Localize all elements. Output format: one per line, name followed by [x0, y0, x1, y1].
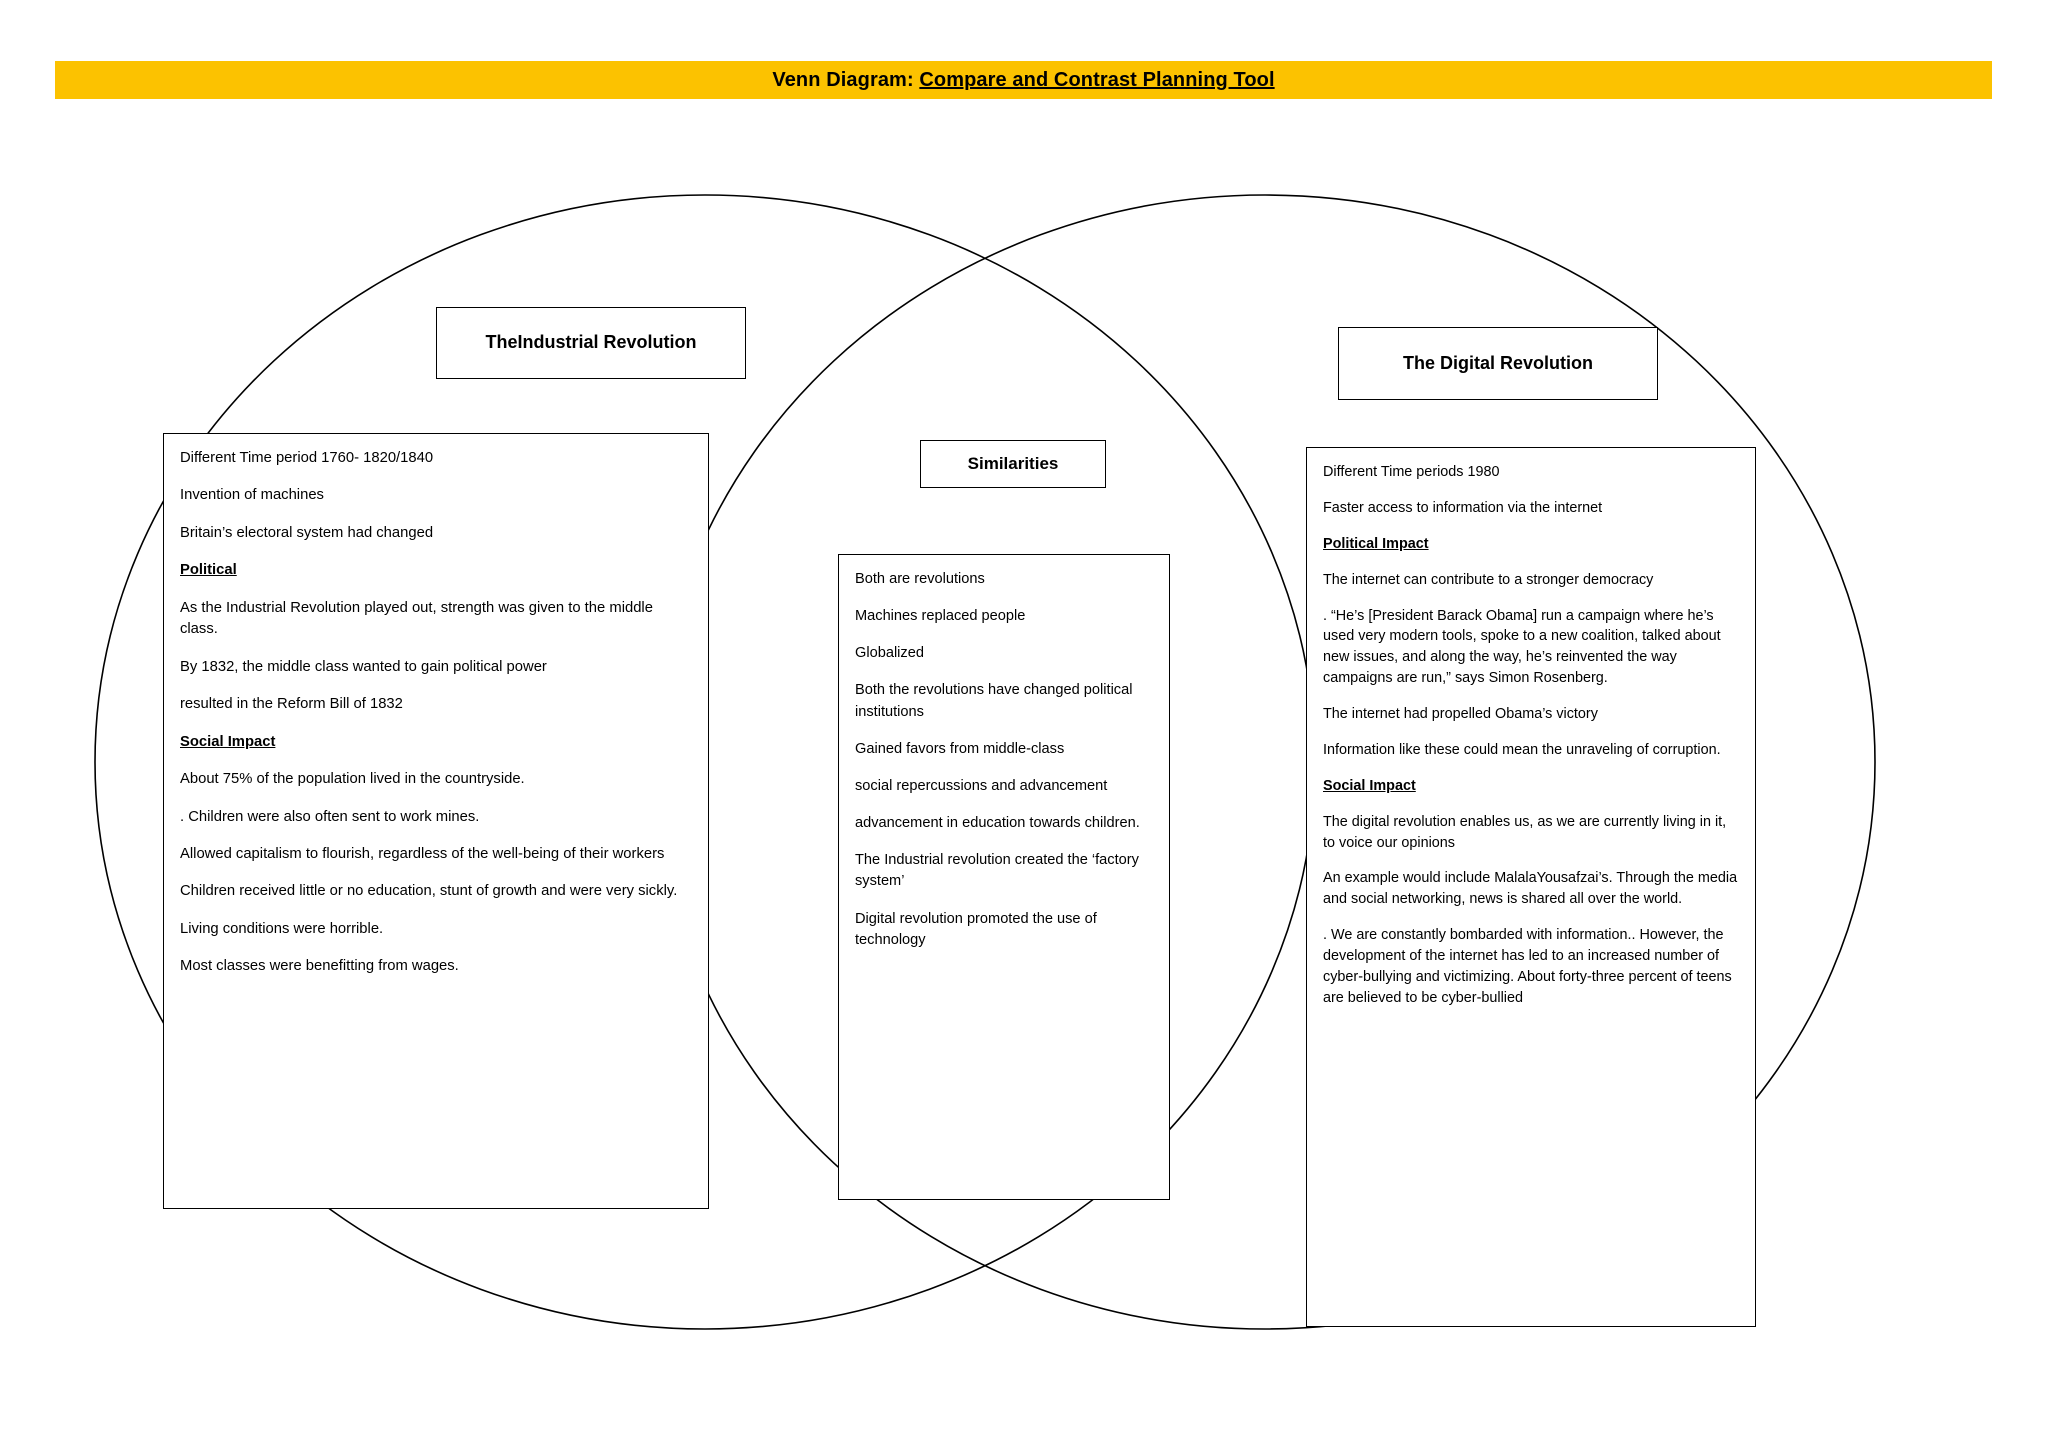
content-line: Both are revolutions [855, 571, 985, 587]
content-line: Information like these could mean the un… [1323, 741, 1721, 758]
content-line: . Children were also often sent to work … [180, 808, 480, 825]
label-box-industrial-revolution: TheIndustrial Revolution [436, 307, 746, 379]
content-line: . We are constantly bombarded with infor… [1323, 927, 1732, 1006]
section-heading: Political [180, 562, 237, 579]
content-line: Faster access to information via the int… [1323, 499, 1603, 516]
content-line: Invention of machines [180, 487, 324, 504]
page-title: Venn Diagram: Compare and Contrast Plann… [772, 69, 1274, 92]
label-box-digital-revolution: The Digital Revolution [1338, 327, 1658, 400]
content-line: Children received little or no education… [180, 883, 678, 900]
content-line: The Industrial revolution created the ‘f… [855, 852, 1139, 890]
section-heading: Political Impact [1323, 535, 1429, 552]
label-text-center: Similarities [967, 453, 1059, 473]
content-line: Allowed capitalism to flourish, regardle… [180, 845, 665, 862]
content-line: By 1832, the middle class wanted to gain… [180, 658, 547, 675]
content-line: Globalized [855, 645, 924, 662]
page-title-prefix: Venn Diagram: [772, 68, 920, 91]
content-line: About 75% of the population lived in the… [180, 771, 525, 788]
content-line: Both the revolutions have changed politi… [855, 682, 1133, 720]
content-line: Different Time period 1760- 1820/1840 [180, 450, 434, 466]
content-line: Digital revolution promoted the use of t… [855, 910, 1097, 948]
page-title-underlined: Compare and Contrast Planning Tool [919, 68, 1275, 91]
section-heading: Social Impact [1323, 777, 1416, 794]
label-text-left: TheIndustrial Revolution [485, 332, 697, 353]
content-line: An example would include MalalaYousafzai… [1323, 870, 1738, 908]
label-box-similarities: Similarities [920, 440, 1106, 488]
section-heading: Social Impact [180, 733, 276, 750]
content-line: As the Industrial Revolution played out,… [180, 599, 653, 638]
content-line: Living conditions were horrible. [180, 920, 384, 937]
content-line: The internet can contribute to a stronge… [1323, 571, 1654, 588]
content-line: Britain’s electoral system had changed [180, 524, 434, 541]
content-line: The internet had propelled Obama’s victo… [1323, 706, 1598, 722]
content-line: The digital revolution enables us, as we… [1323, 813, 1727, 851]
content-line: Gained favors from middle-class [855, 740, 1065, 757]
content-line: social repercussions and advancement [855, 777, 1108, 794]
header-banner: Venn Diagram: Compare and Contrast Plann… [55, 61, 1992, 99]
content-line: resulted in the Reform Bill of 1832 [180, 696, 403, 713]
content-line: Different Time periods 1980 [1323, 464, 1500, 480]
content-line: advancement in education towards childre… [855, 815, 1140, 832]
content-line: . “He’s [President Barack Obama] run a c… [1323, 607, 1721, 687]
content-line: Most classes were benefitting from wages… [180, 958, 459, 975]
content-line: Machines replaced people [855, 608, 1026, 625]
label-text-right: The Digital Revolution [1402, 352, 1593, 373]
